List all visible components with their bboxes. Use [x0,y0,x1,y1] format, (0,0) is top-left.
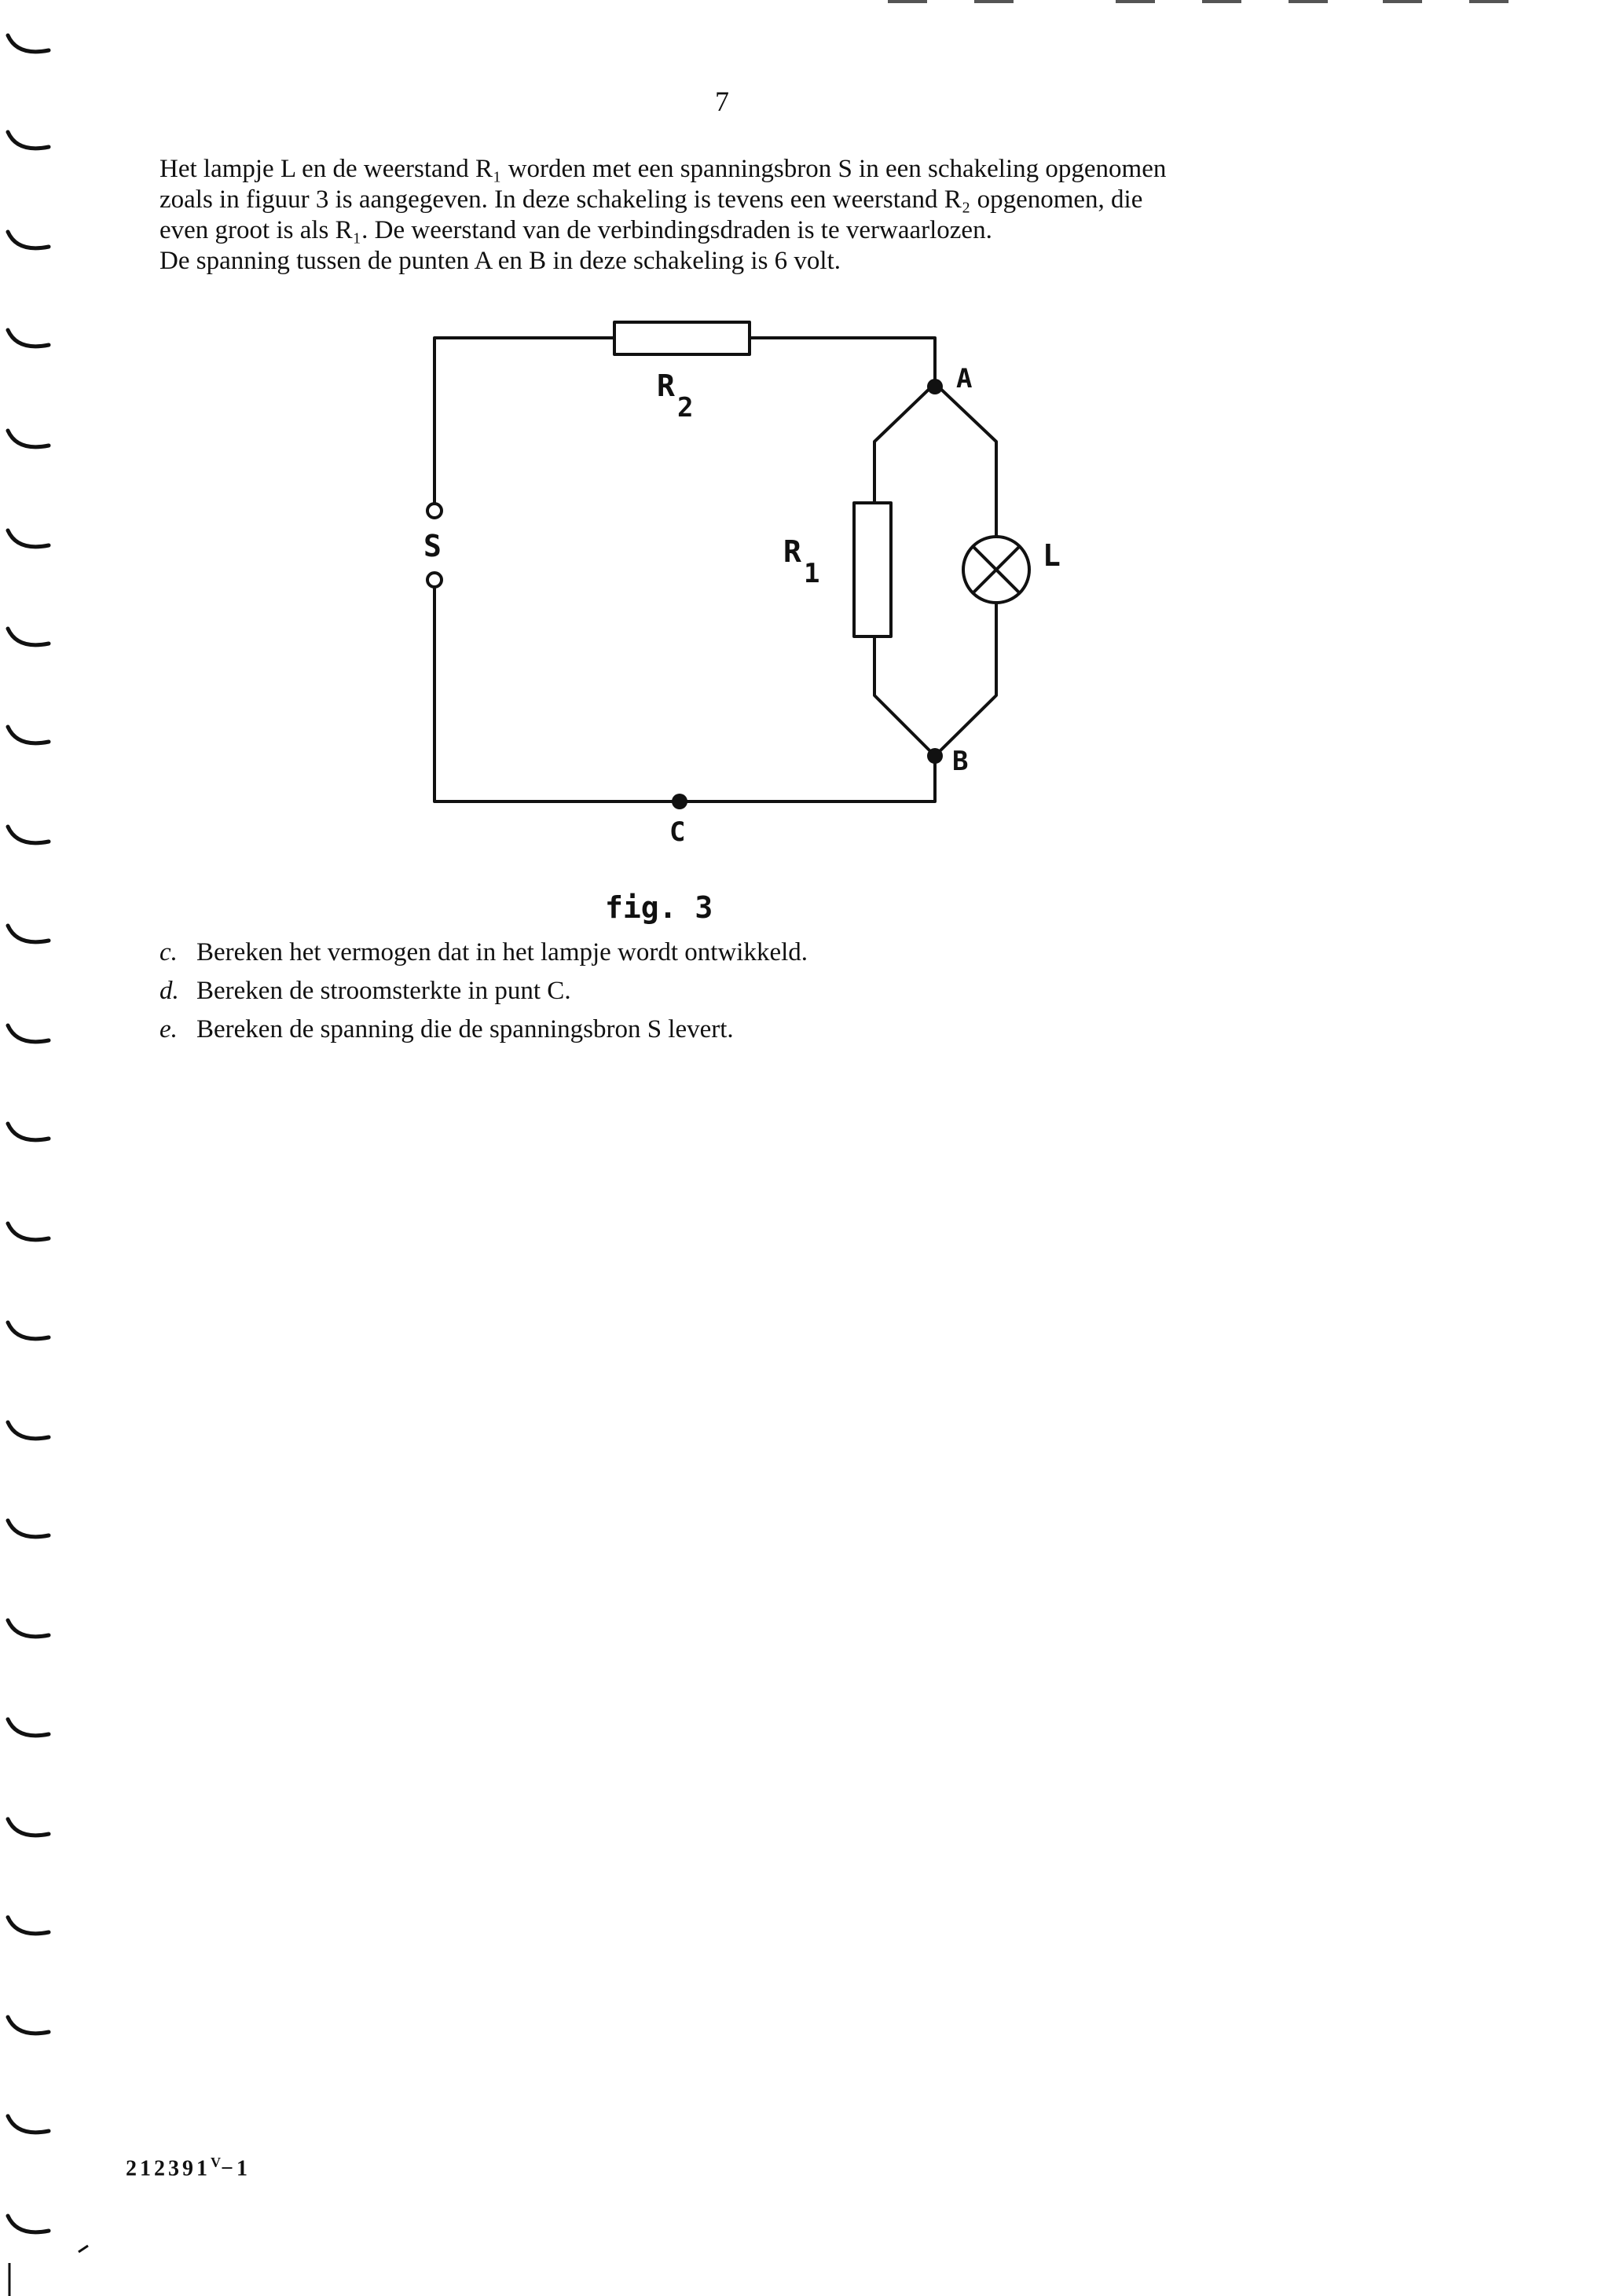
intro-line: zoals in figuur 3 is aangegeven. In deze… [159,185,1143,214]
figure-caption: fig. 3 [605,890,713,925]
wire-right-branch-top [933,382,998,536]
question-item: c. Bereken het vermogen dat in het lampj… [159,933,808,972]
label-node-a: A [956,363,972,394]
wire-top-left [433,336,614,503]
label-node-b: B [952,746,968,777]
label-r2: R [657,369,675,403]
binding-marks [5,33,89,2296]
intro-line: De spanning tussen de punten A en B in d… [159,247,841,275]
intro-paragraph: Het lampje L en de weerstand R₁ worden m… [159,154,1322,277]
intro-line: even groot is als R₁. De weerstand van d… [159,216,992,244]
wire-left-branch-bottom [873,636,937,757]
question-letter: d. [159,977,179,1005]
node-a-dot [927,379,943,394]
wire-top-right [750,336,937,383]
circuit-diagram: R 2 R 1 S L A B C [423,321,1061,848]
label-r1-sub: 1 [804,558,819,589]
source-terminal-top [426,502,443,519]
question-list: c. Bereken het vermogen dat in het lampj… [159,933,808,1049]
node-c-dot [672,794,687,809]
resistor-r2 [613,321,751,356]
label-r2-sub: 2 [677,392,693,424]
intro-line: Het lampje L en de weerstand R₁ worden m… [159,155,1167,183]
label-source: S [423,529,442,563]
wire-bottom [433,581,937,803]
wire-left-branch-top [873,382,937,503]
exam-code-sup: V [211,2155,221,2170]
question-text: Bereken het vermogen dat in het lampje w… [196,938,808,966]
label-node-c: C [669,816,685,848]
label-lamp: L [1043,538,1061,573]
exam-code-suffix: −1 [221,2156,251,2181]
wire-right-branch-bottom [933,603,998,757]
exam-code-number: 212391 [126,2156,211,2181]
question-text: Bereken de spanning die de spanningsbron… [196,1015,734,1043]
label-r1: R [783,534,801,569]
node-b-dot [927,748,943,764]
question-item: e. Bereken de spanning die de spanningsb… [159,1010,808,1049]
lamp [962,535,1031,604]
page-number: 7 [715,86,729,117]
scan-edge-marks [888,0,1509,3]
question-item: d. Bereken de stroomsterkte in punt C. [159,972,808,1010]
question-letter: e. [159,1015,178,1043]
lamp-cross [971,545,1021,595]
question-letter: c. [159,938,178,966]
source-terminal-bottom [426,571,443,589]
exam-code: 212391V−1 [126,2155,251,2181]
resistor-r1 [852,501,893,638]
question-text: Bereken de stroomsterkte in punt C. [196,977,571,1005]
